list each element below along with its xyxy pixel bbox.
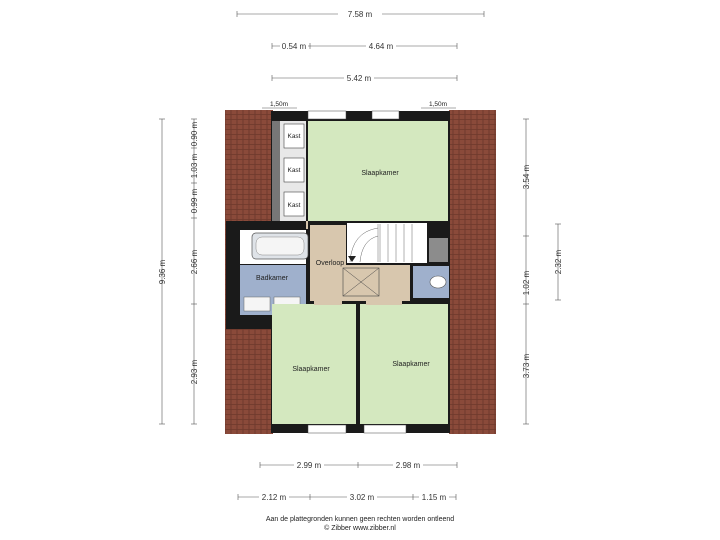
label-bedroom-bottom-right: Slaapkamer [392,361,430,368]
roof-tiles-right [449,110,496,434]
closet-2 [283,157,305,183]
label-closet-2: Kast [287,167,300,174]
dim-bottom-c: 1.15 m [422,493,447,502]
dim-left-b: 1.03 m [190,153,199,178]
closet-3 [283,191,305,217]
dim-bottom-b: 3.02 m [350,493,375,502]
dim-right-outer: 2.32 m [554,249,563,274]
dimension-top [236,11,485,81]
dimension-left [159,118,197,425]
dim-right-bottom: 3.73 m [522,353,531,378]
sink-left [243,296,271,312]
footer-credit: © Zibber www.zibber.nl [324,525,396,532]
dim-right-top: 3.54 m [522,164,531,189]
dim-left-total: 9.36 m [158,259,167,284]
dimension-right [523,118,561,425]
footer-disclaimer: Aan de plattegronden kunnen geen rechten… [265,516,455,523]
dim-bottom-a: 2.12 m [262,493,287,502]
dim-left-c: 0.99 m [190,188,199,213]
room-bedroom-top [308,121,448,221]
hatch [342,267,380,297]
stair-arrow-icon [348,256,356,262]
room-small-grey [429,238,448,262]
room-hallway-landing [346,265,410,301]
dim-bottom-right-room: 2.98 m [396,461,421,470]
dim-left-e: 2.93 m [190,359,199,384]
label-bathroom: Badkamer [256,275,289,282]
label-bedroom-bottom-left: Slaapkamer [292,366,330,373]
label-hallway: Overloop [316,260,345,267]
label-closet-3: Kast [287,202,300,209]
windows [307,110,407,434]
room-bedroom-bottom-right [360,304,448,424]
closet-shelf [272,121,280,221]
label-closet-1: Kast [287,133,300,140]
closet-1 [283,123,305,149]
room-hallway [310,225,346,301]
staircase [347,223,427,263]
label-bedroom-top: Slaapkamer [361,170,399,177]
stair-steps [349,224,413,263]
dim-right-middle: 1.02 m [522,270,531,295]
dim-top-right: 4.64 m [369,42,394,51]
room-bedroom-bottom-left [272,304,356,424]
dim-left-a: 0.90 m [190,121,199,146]
dim-top-left: 0.54 m [282,42,307,51]
dim-top-total: 7.58 m [348,10,373,19]
dim-bottom-left-room: 2.99 m [297,461,322,470]
toilet-icon [429,275,447,289]
window-mark-right: 1,50m [429,101,447,108]
dim-top-inner: 5.42 m [347,74,372,83]
window-mark-left: 1,50m [270,101,288,108]
doors [306,221,402,305]
dim-left-d: 2.66 m [190,249,199,274]
